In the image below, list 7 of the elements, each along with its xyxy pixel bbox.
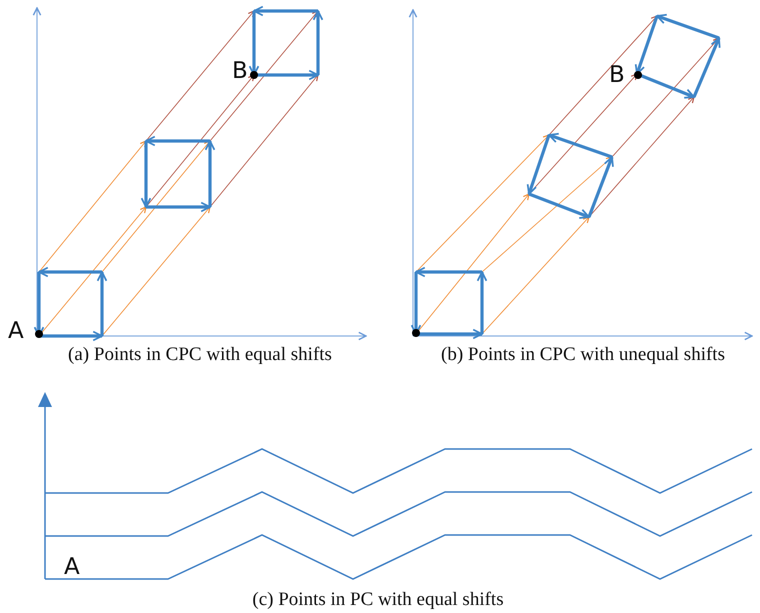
point-label: B	[232, 60, 248, 83]
panel-caption: (c) Points in PC with equal shifts	[252, 590, 504, 609]
point-label: A	[8, 320, 24, 343]
panel-caption: (b) Points in CPC with unequal shifts	[441, 345, 725, 364]
point-label: A	[64, 556, 80, 579]
panel-caption: (a) Points in CPC with equal shifts	[68, 345, 332, 364]
point-label: B	[609, 64, 625, 87]
